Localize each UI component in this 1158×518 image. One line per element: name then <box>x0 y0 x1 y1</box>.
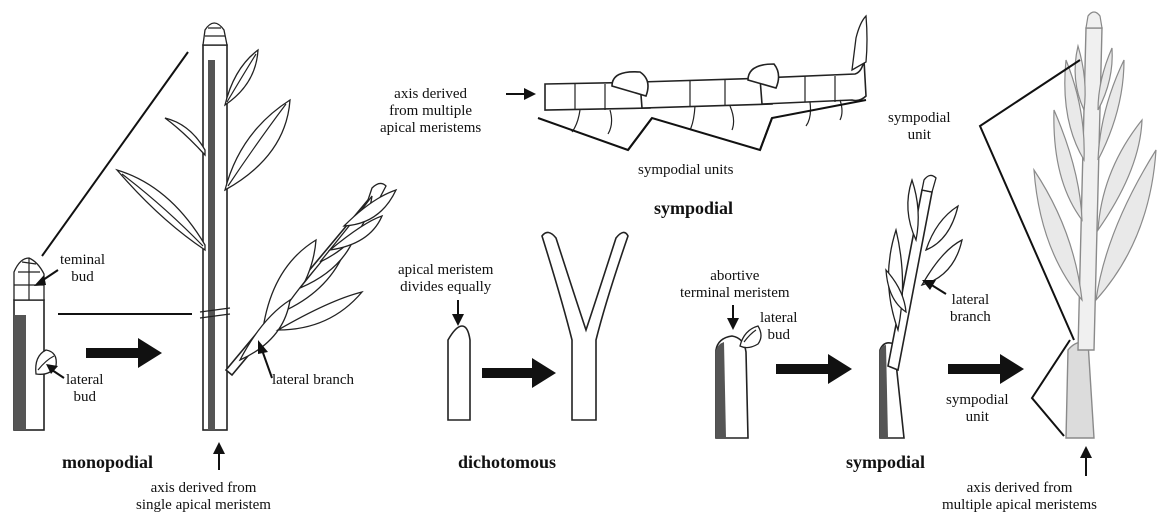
sympodial-lateral-bud-label: lateral bud <box>760 310 797 344</box>
sympodial-progress-arrow <box>776 354 852 384</box>
monopodial-axis-note: axis derived from single apical meristem <box>136 480 271 514</box>
sympodial-unit-lower-bracket <box>1032 340 1070 436</box>
sympodial-unit-bracket-legs <box>628 118 772 150</box>
monopodial-progress-arrow <box>86 338 162 368</box>
sympodial-bud-stem <box>716 326 761 438</box>
rhizome-axis-pointer-head <box>524 88 536 100</box>
sympodial-rhizome-title: sympodial <box>654 198 733 219</box>
lateral-bud-pointer <box>52 370 64 378</box>
sympodial-unit-upper-bracket <box>980 60 1080 340</box>
mature-axis-note: axis derived from multiple apical merist… <box>942 480 1097 514</box>
sympodial-lateral-branch-label: lateral branch <box>950 292 991 326</box>
meristem-divides-note: apical meristem divides equally <box>398 262 493 296</box>
dichotomous-progress-arrow <box>482 358 556 388</box>
sympodial-unit-lower-label: sympodial unit <box>946 392 1009 426</box>
sympodial-mature-plant <box>1034 12 1156 438</box>
lateral-bud-label: lateral bud <box>66 372 103 406</box>
magnify-line-upper <box>42 52 188 256</box>
monopodial-main-stem <box>117 23 396 430</box>
mature-axis-pointer-head <box>1080 446 1092 458</box>
terminal-bud-label: teminal bud <box>60 252 105 286</box>
dichotomous-stems <box>448 232 628 420</box>
rhizome-axis-note: axis derived from multiple apical merist… <box>380 86 481 137</box>
abortive-meristem-pointer-head <box>727 318 739 330</box>
sympodial-rhizome <box>545 16 867 134</box>
monopodial-title: monopodial <box>62 452 153 473</box>
sympodial-unit-upper-label: sympodial unit <box>888 110 951 144</box>
sympodial-units-label: sympodial units <box>638 162 733 179</box>
sympodial-progress-arrow-2 <box>948 354 1024 384</box>
dichotomous-title: dichotomous <box>458 452 556 473</box>
meristem-pointer-head <box>452 314 464 326</box>
monopodial-axis-pointer-head <box>213 442 225 454</box>
abortive-meristem-note: abortive terminal meristem <box>680 268 790 302</box>
monopodial-bud-stem <box>14 258 56 430</box>
lateral-branch-label: lateral branch <box>272 372 354 389</box>
sympodial-shoot-title: sympodial <box>846 452 925 473</box>
lateral-branch-pointer <box>262 350 272 378</box>
